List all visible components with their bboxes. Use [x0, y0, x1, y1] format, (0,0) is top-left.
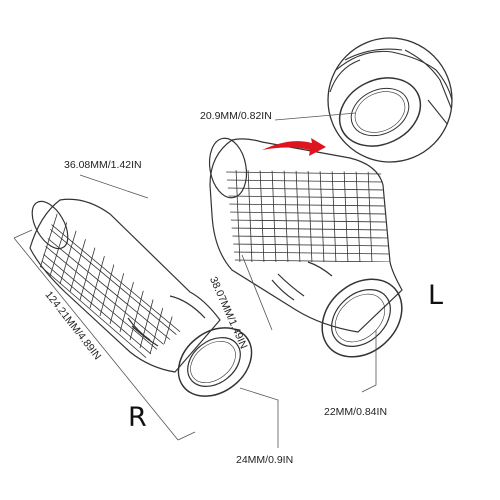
- leader-inner-diameter: [274, 112, 357, 121]
- left-grip-end-inner: [331, 289, 391, 347]
- right-grip-end-inner: [187, 337, 241, 387]
- length-ext-top: [13, 229, 33, 239]
- left-grip-back-cap: [208, 137, 248, 199]
- leader-outer-left: [241, 254, 273, 331]
- label-end-right: 24MM/0.9IN: [236, 454, 294, 466]
- right-grip-end-outer: [177, 327, 253, 397]
- red-arrow: [262, 138, 326, 156]
- left-grip-outline: [209, 138, 403, 333]
- label-inner-diameter: 20.9MM/0.82IN: [200, 110, 272, 122]
- leader-outer-right: [79, 174, 149, 199]
- detail-zoom-ring-inner: [350, 87, 410, 137]
- detail-zoom-ring-outer: [338, 77, 422, 147]
- right-grip: [29, 198, 253, 397]
- length-dim-line: [13, 237, 179, 441]
- length-ext-bottom: [177, 431, 196, 441]
- dimension-lines: [13, 112, 377, 448]
- red-arrow-body: [262, 138, 326, 156]
- right-grip-back-cap: [31, 200, 69, 250]
- leader-end-left: [361, 330, 377, 393]
- label-right-side: R: [128, 402, 147, 433]
- right-grip-texture: [40, 212, 185, 360]
- label-end-left: 22MM/0.84IN: [324, 406, 388, 418]
- leader-end-right: [239, 387, 279, 448]
- right-grip-outline: [29, 198, 221, 373]
- left-grip-end-outer: [321, 278, 403, 358]
- label-left-side: L: [428, 280, 444, 311]
- left-grip: [208, 137, 403, 358]
- label-outer-diameter-right: 36.08MM/1.42IN: [64, 159, 142, 171]
- detail-zoom: [327, 37, 453, 163]
- left-grip-texture: [226, 170, 390, 262]
